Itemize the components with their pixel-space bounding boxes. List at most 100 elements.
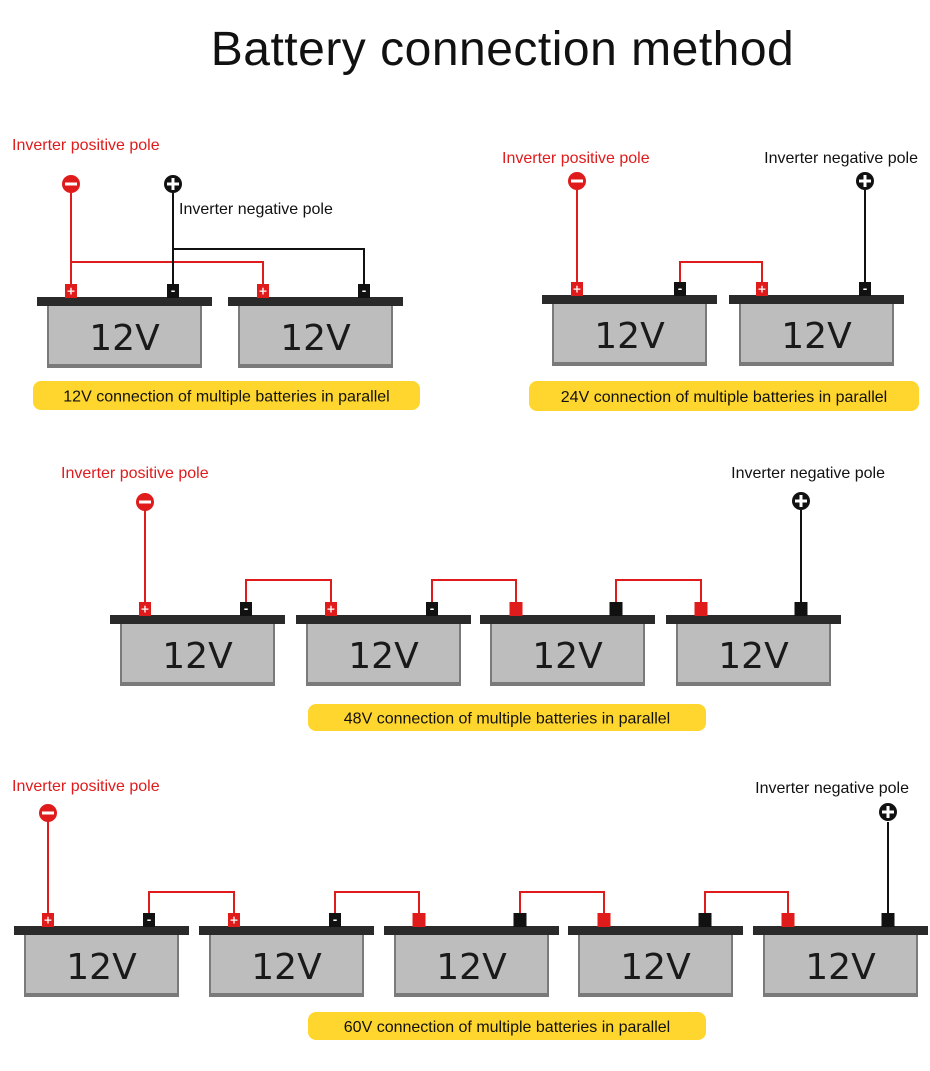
battery-body [240, 306, 391, 364]
plus-sign: + [326, 603, 335, 616]
battery-voltage-label: 12V [594, 316, 665, 357]
caption-text: 12V connection of multiple batteries in … [63, 389, 389, 406]
battery-body [396, 935, 547, 993]
negative-pole-label: Inverter negative pole [764, 150, 918, 167]
battery: 12V [37, 297, 212, 368]
plus-sign: + [258, 285, 267, 298]
positive-terminal [139, 602, 151, 616]
icon-bar [571, 179, 583, 183]
battery-lid [666, 615, 841, 624]
battery-lid [480, 615, 655, 624]
negative-terminal [167, 284, 179, 298]
battery-lid [296, 615, 471, 624]
battery-voltage-label: 12V [348, 636, 419, 677]
battery-lid [384, 926, 559, 935]
positive-terminal [597, 913, 611, 927]
negative-pole-label: Inverter negative pole [755, 780, 909, 797]
positive-pole-label: Inverter positive pole [502, 150, 650, 167]
caption-badge [308, 704, 706, 731]
negative-terminal [881, 913, 895, 927]
negative-terminal [143, 913, 155, 927]
battery: 12V [199, 926, 374, 997]
positive-terminal [325, 602, 337, 616]
negative-terminal [674, 282, 686, 296]
caption-text: 60V connection of multiple batteries in … [344, 1019, 670, 1036]
negative-terminal [698, 913, 712, 927]
battery-body [122, 624, 273, 682]
battery-lid [568, 926, 743, 935]
plus-sign: + [572, 283, 581, 296]
caption-text: 48V connection of multiple batteries in … [344, 711, 670, 728]
minus-sign: - [171, 285, 176, 298]
negative-pole-label: Inverter negative pole [179, 201, 333, 218]
minus-sign: - [147, 914, 152, 927]
battery: 12V [296, 615, 471, 686]
battery-lid [14, 926, 189, 935]
battery-voltage-label: 12V [718, 636, 789, 677]
positive-terminal [65, 284, 77, 298]
battery-body [741, 304, 892, 362]
battery-lid [753, 926, 928, 935]
battery-body [765, 935, 916, 993]
battery-voltage-label: 12V [280, 318, 351, 359]
icon-bar [171, 178, 175, 190]
icon-bar [42, 811, 54, 815]
battery: 12V [14, 926, 189, 997]
parallel-wire [173, 248, 365, 290]
battery-voltage-label: 12V [89, 318, 160, 359]
negative-terminal [794, 602, 808, 616]
series-link-wire [431, 579, 517, 608]
battery-lid [228, 297, 403, 306]
minus-sign: - [244, 603, 249, 616]
negative-pole-label: Inverter negative pole [731, 465, 885, 482]
minus-sign: - [362, 285, 367, 298]
caption-badge [529, 381, 919, 411]
negative-terminal [358, 284, 370, 298]
battery-voltage-label: 12V [162, 636, 233, 677]
battery: 12V [228, 297, 403, 368]
battery-voltage-label: 12V [620, 947, 691, 988]
plus-sign: + [757, 283, 766, 296]
plus-sign: + [43, 914, 52, 927]
battery-lid [729, 295, 904, 304]
battery: 12V [542, 295, 717, 366]
negative-terminal [240, 602, 252, 616]
battery-lid [542, 295, 717, 304]
plus-sign: + [140, 603, 149, 616]
caption-badge [33, 381, 420, 410]
positive-pole-label: Inverter positive pole [12, 778, 160, 795]
series-link-wire [334, 891, 420, 919]
battery: 12V [384, 926, 559, 997]
battery-lid [37, 297, 212, 306]
page-title: Battery connection method [210, 23, 795, 76]
series-link-wire [704, 891, 789, 919]
positive-terminal [509, 602, 523, 616]
battery: 12V [568, 926, 743, 997]
battery: 12V [753, 926, 928, 997]
battery-voltage-label: 12V [781, 316, 852, 357]
battery: 12V [729, 295, 904, 366]
negative-terminal [609, 602, 623, 616]
positive-pole-label: Inverter positive pole [12, 137, 160, 154]
icon-bar [863, 175, 867, 187]
battery-body [492, 624, 643, 682]
icon-bar [799, 495, 803, 507]
battery-body [678, 624, 829, 682]
series-link-wire [519, 891, 605, 919]
battery-voltage-label: 12V [532, 636, 603, 677]
positive-terminal [571, 282, 583, 296]
positive-terminal [228, 913, 240, 927]
battery-body [211, 935, 362, 993]
battery-lid [199, 926, 374, 935]
minus-sign: - [333, 914, 338, 927]
positive-terminal [412, 913, 426, 927]
battery-body [49, 306, 200, 364]
battery-voltage-label: 12V [251, 947, 322, 988]
series-link-wire [679, 261, 763, 288]
battery-voltage-label: 12V [436, 947, 507, 988]
battery-lid [110, 615, 285, 624]
minus-sign: - [430, 603, 435, 616]
negative-terminal [859, 282, 871, 296]
series-link-wire [615, 579, 702, 608]
